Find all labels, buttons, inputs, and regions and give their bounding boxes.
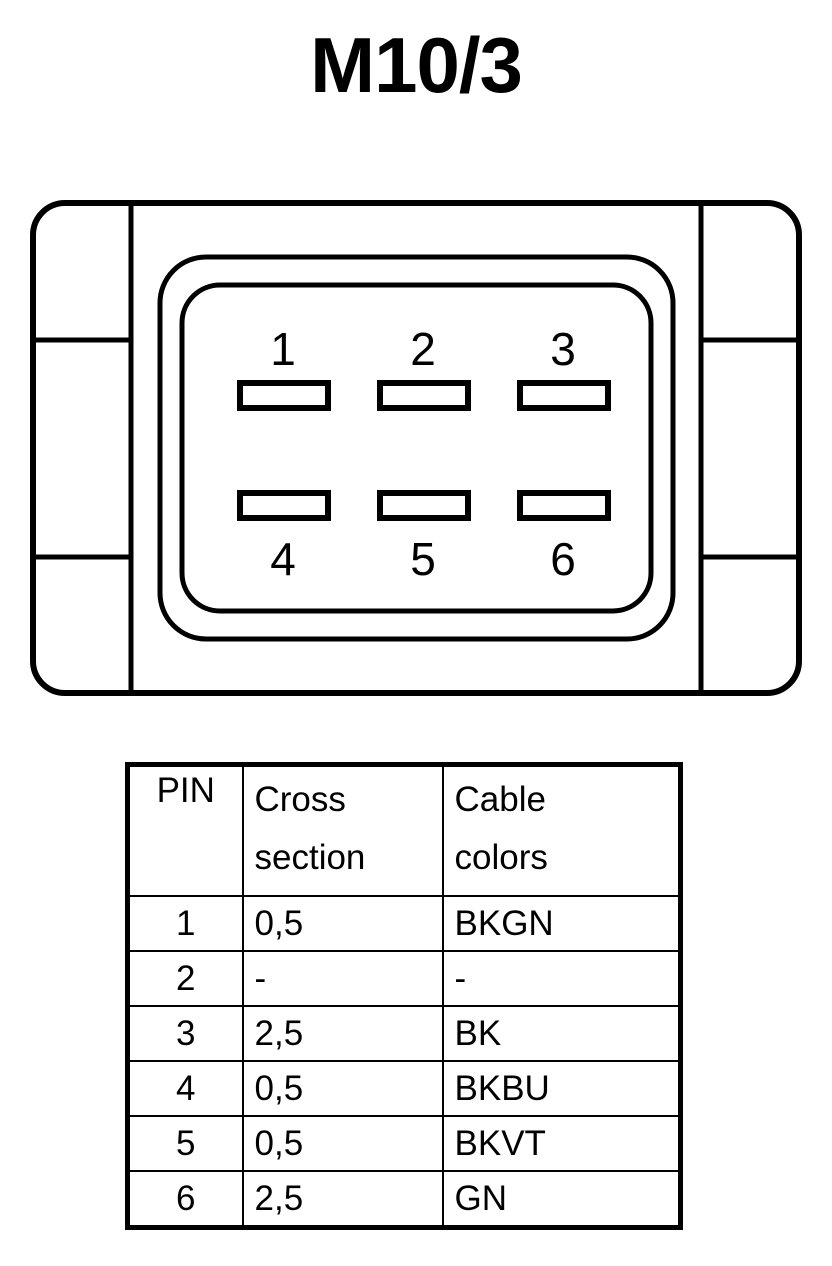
- pin-slot-6: [517, 490, 611, 521]
- column-header-cross-section: Cross section: [241, 763, 444, 897]
- page-title: M10/3: [310, 21, 523, 109]
- cavity-inner-ring: [179, 282, 654, 614]
- cell-cable-colors: -: [441, 950, 682, 1007]
- table-row: 2 - -: [126, 950, 682, 1007]
- cell-cross-section: 0,5: [241, 895, 444, 952]
- column-header-cable-colors: Cable colors: [441, 763, 682, 897]
- column-header-cross-section-line1: Cross: [254, 780, 346, 819]
- table-row: 1 0,5 BKGN: [126, 895, 682, 952]
- column-header-cable-colors-line2: colors: [454, 838, 548, 877]
- connector-svg: 1 2 3 4 5 6: [30, 200, 802, 696]
- cell-pin: 1: [126, 895, 244, 952]
- cell-pin: 3: [126, 1005, 244, 1062]
- table-row: 4 0,5 BKBU: [126, 1060, 682, 1117]
- table-row: 5 0,5 BKVT: [126, 1115, 682, 1172]
- table-row: 6 2,5 GN: [126, 1170, 682, 1229]
- cell-pin: 6: [126, 1170, 244, 1229]
- pin-table-container: PIN Cross section Cable colors 1 0,5 BKG…: [125, 762, 683, 1230]
- cell-cable-colors: GN: [441, 1170, 682, 1229]
- table-head: PIN Cross section Cable colors: [126, 763, 682, 897]
- pin-slot-4: [237, 490, 331, 521]
- cell-cable-colors: BKGN: [441, 895, 682, 952]
- cell-pin: 4: [126, 1060, 244, 1117]
- pin-slot-2: [377, 380, 471, 411]
- pin-number-label-4: 4: [270, 533, 296, 585]
- pin-number-label-6: 6: [550, 533, 576, 585]
- cell-cable-colors: BKBU: [441, 1060, 682, 1117]
- pin-slot-5: [377, 490, 471, 521]
- connector-diagram: 1 2 3 4 5 6: [30, 198, 802, 698]
- cell-cross-section: 0,5: [241, 1060, 444, 1117]
- cell-cable-colors: BKVT: [441, 1115, 682, 1172]
- pin-assignment-table: PIN Cross section Cable colors 1 0,5 BKG…: [125, 762, 683, 1230]
- cell-pin: 2: [126, 950, 244, 1007]
- table-header-row: PIN Cross section Cable colors: [126, 763, 682, 897]
- cell-pin: 5: [126, 1115, 244, 1172]
- cell-cross-section: 2,5: [241, 1005, 444, 1062]
- pin-number-label-1: 1: [270, 323, 296, 375]
- table-body: 1 0,5 BKGN 2 - - 3 2,5 BK 4 0,5 BKBU 5 0: [126, 895, 682, 1229]
- pin-number-label-3: 3: [550, 323, 576, 375]
- pin-number-label-2: 2: [410, 323, 436, 375]
- table-row: 3 2,5 BK: [126, 1005, 682, 1062]
- cell-cable-colors: BK: [441, 1005, 682, 1062]
- column-header-cross-section-line2: section: [254, 838, 366, 877]
- pin-slot-1: [237, 380, 331, 411]
- pin-number-label-5: 5: [410, 533, 436, 585]
- pin-slot-3: [517, 380, 611, 411]
- column-header-cable-colors-line1: Cable: [454, 780, 546, 819]
- cell-cross-section: 0,5: [241, 1115, 444, 1172]
- cell-cross-section: 2,5: [241, 1170, 444, 1229]
- column-header-pin: PIN: [126, 763, 244, 897]
- cell-cross-section: -: [241, 950, 444, 1007]
